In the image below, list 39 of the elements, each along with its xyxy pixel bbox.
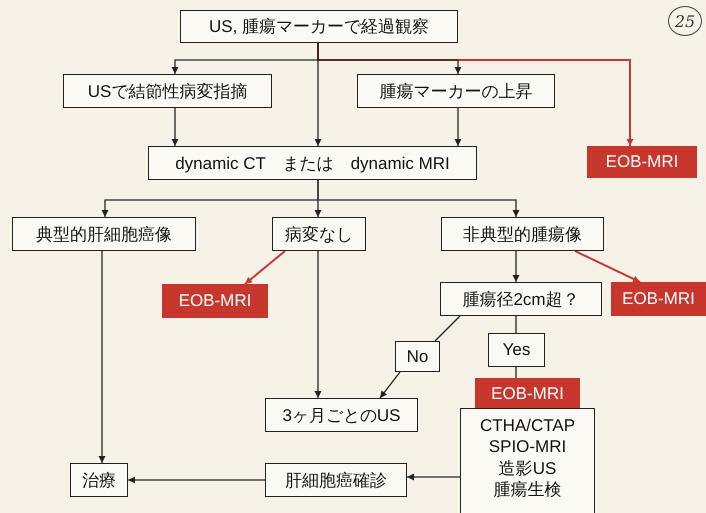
highlighted-box: EOB-MRI	[475, 378, 580, 410]
arrow	[314, 43, 322, 146]
process-box: 3ヶ月ごとのUS	[265, 398, 418, 432]
arrow	[172, 108, 178, 146]
process-box: 治療	[70, 463, 128, 497]
arrow	[317, 180, 520, 217]
arrow	[244, 250, 286, 285]
list-box	[460, 408, 595, 513]
highlighted-box: EOB-MRI	[162, 284, 268, 318]
list-item: 造影US	[498, 458, 556, 479]
highlighted-box: EOB-MRI	[611, 282, 706, 316]
process-box: No	[395, 341, 440, 372]
page-number: 25	[668, 6, 702, 36]
process-box: 病変なし	[272, 217, 366, 251]
process-box: 腫瘍径2cm超？	[440, 282, 602, 316]
process-box: 肝細胞癌確診	[265, 463, 407, 497]
process-box: USで結節性病変指摘	[63, 74, 272, 108]
arrow	[379, 372, 401, 398]
connector-line	[515, 367, 517, 378]
process-box: Yes	[488, 333, 545, 367]
process-box: 腫瘍マーカーの上昇	[357, 74, 555, 108]
process-box: 非典型的腫瘍像	[441, 217, 604, 251]
process-box: dynamic CT または dynamic MRI	[148, 146, 477, 180]
list-item: SPIO-MRI	[488, 436, 566, 458]
arrow	[314, 251, 322, 398]
connector-line	[515, 316, 517, 333]
arrow	[98, 251, 106, 463]
process-box: 典型的肝細胞癌像	[12, 217, 196, 251]
arrow	[574, 250, 640, 283]
arrow	[317, 43, 634, 146]
highlighted-box: EOB-MRI	[587, 146, 697, 178]
arrow	[454, 108, 462, 146]
arrow	[407, 474, 460, 480]
process-box: US, 腫瘍マーカーで経過観察	[180, 10, 458, 43]
list-item: 腫瘍生検	[494, 478, 562, 500]
arrow	[512, 251, 520, 282]
connector-line	[434, 316, 460, 342]
arrow	[128, 476, 265, 484]
list-item: CTHA/CTAP	[480, 415, 576, 436]
